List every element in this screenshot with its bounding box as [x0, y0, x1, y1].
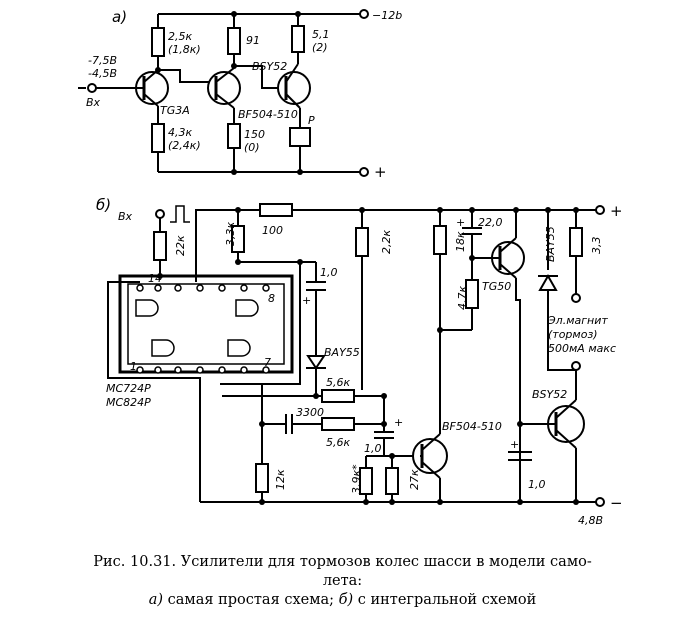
relay-coil	[289, 127, 311, 147]
magnet-label-2: (тормоз)	[548, 328, 598, 341]
r4-alt-label: (2,4к)	[168, 139, 201, 152]
bf504-label: BF504-510	[442, 420, 502, 433]
terminal-pos	[359, 167, 369, 177]
r2-label: 91	[246, 34, 260, 47]
r-3k9-label: 3,9к*	[350, 464, 363, 494]
terminal-pos-b	[595, 205, 605, 215]
c-10c-plus: +	[510, 438, 519, 451]
terminal-neg-b	[595, 497, 605, 507]
input-voltage-2: -4,5В	[88, 67, 117, 80]
c-22-label: 22,0	[478, 216, 503, 229]
input-label-a: Вх	[86, 96, 101, 109]
resistor-r4	[151, 123, 165, 153]
pin-1-label: 1	[130, 360, 137, 373]
r-27k-label: 27к	[408, 469, 421, 490]
supply-neg-label: −12b	[372, 9, 402, 22]
resistor-r5	[227, 123, 241, 149]
r-4k7-label: 4,7к	[456, 286, 469, 310]
caption-line-1: Рис. 10.31. Усилители для тормозов колес…	[93, 554, 592, 570]
caption-b-marker: б)	[338, 592, 354, 608]
bay55-label: BAY55	[324, 346, 360, 359]
supply-pos-label: +	[374, 163, 387, 181]
diode-bay55-top	[538, 273, 558, 291]
r1-label: 2,5к	[168, 30, 192, 43]
caption-line-3: а) самая простая схема; б) с интегрально…	[0, 591, 685, 610]
r-2k2-label: 2,2к	[380, 230, 393, 254]
magnet-terminal-top	[571, 293, 581, 303]
c-10-label: 1,0	[320, 266, 338, 279]
resistor-22k	[153, 231, 167, 261]
resistor-100	[259, 203, 293, 217]
pin-7-label: 7	[264, 356, 271, 369]
r-5k6-b-label: 5,6к	[326, 436, 350, 449]
resistor-2k2	[355, 227, 369, 257]
input-voltage-1: -7,5В	[88, 54, 117, 67]
r-12k-label: 12к	[274, 469, 287, 490]
r-100-label: 100	[262, 224, 283, 237]
resistor-27k	[385, 467, 399, 495]
resistor-5k6-b	[321, 417, 355, 431]
diode-bay55	[306, 355, 326, 370]
supply-neg-b-label: −	[610, 494, 623, 512]
diagram-a-label: а)	[112, 8, 127, 26]
r4-label: 4,3к	[168, 126, 192, 139]
r-3k3-label: 3,3к	[224, 222, 237, 246]
magnet-terminal-bottom	[571, 361, 581, 371]
supply-pos-b-label: +	[610, 202, 623, 220]
resistor-r2	[227, 27, 241, 55]
r-5k6-a-label: 5,6к	[326, 376, 350, 389]
diagram-b-label: б)	[96, 196, 111, 214]
pulse-icon	[170, 205, 190, 223]
caption-a-text: самая простая схема;	[163, 592, 339, 608]
bsy52-label: BSY52	[532, 388, 567, 401]
r5-alt-label: (0)	[244, 141, 260, 154]
transistor-t3	[277, 71, 311, 105]
supply-voltage-label: 4,8В	[578, 514, 603, 527]
magnet-label-3: 500мА макс	[548, 342, 616, 355]
figure-caption: Рис. 10.31. Усилители для тормозов колес…	[0, 553, 685, 610]
c-10b-label: 1,0	[364, 442, 382, 455]
magnet-label-1: Эл.магнит	[547, 314, 608, 327]
input-label-b: Вх	[118, 210, 133, 223]
input-terminal-b	[155, 209, 165, 219]
resistor-r3	[291, 25, 305, 53]
relay-label: P	[308, 114, 315, 127]
c-10b-plus: +	[394, 416, 403, 429]
circuit-schematic: а) −12b + 2,5к (1,8к) 91 5,1 (2) TG3A	[78, 8, 623, 527]
ic-mc724p	[118, 274, 294, 374]
input-terminal-a	[87, 83, 97, 93]
r-3r3-label: 3,3	[590, 237, 603, 255]
diagram-b: б) Вх 22к 100 + 3,3к	[96, 196, 623, 527]
c-10-plus: +	[302, 294, 311, 307]
r-22k-label: 22к	[174, 235, 187, 256]
ic-name-2: MC824P	[106, 396, 151, 409]
r-18k-label: 18к	[454, 231, 467, 252]
diagram-a: а) −12b + 2,5к (1,8к) 91 5,1 (2) TG3A	[78, 8, 402, 181]
t1-label: TG3A	[160, 104, 190, 117]
bay55-top-label: BAY55	[544, 226, 557, 262]
resistor-5k6-a	[321, 389, 355, 403]
ic-name-1: MC724P	[106, 382, 151, 395]
caption-line-2: лета:	[322, 573, 363, 589]
resistor-18k	[433, 225, 447, 255]
resistor-12k	[255, 463, 269, 493]
caption-a-marker: а)	[148, 592, 164, 608]
c-10c-label: 1,0	[528, 478, 546, 491]
tg50-label: TG50	[482, 280, 511, 293]
r3-alt-label: (2)	[312, 41, 328, 54]
r3-label: 5,1	[312, 28, 330, 41]
r5-label: 150	[244, 128, 265, 141]
t3-label: BSY52	[252, 60, 287, 73]
t2-label: BF504-510	[238, 108, 298, 121]
caption-b-text: с интегральной схемой	[353, 592, 537, 608]
c-22-plus: +	[456, 216, 465, 229]
r1-alt-label: (1,8к)	[168, 43, 201, 56]
pin-8-label: 8	[268, 292, 275, 305]
c-3300-label: 3300	[296, 406, 324, 419]
resistor-3r3	[569, 227, 583, 257]
terminal-neg-12	[359, 9, 369, 19]
resistor-r1	[151, 27, 165, 57]
